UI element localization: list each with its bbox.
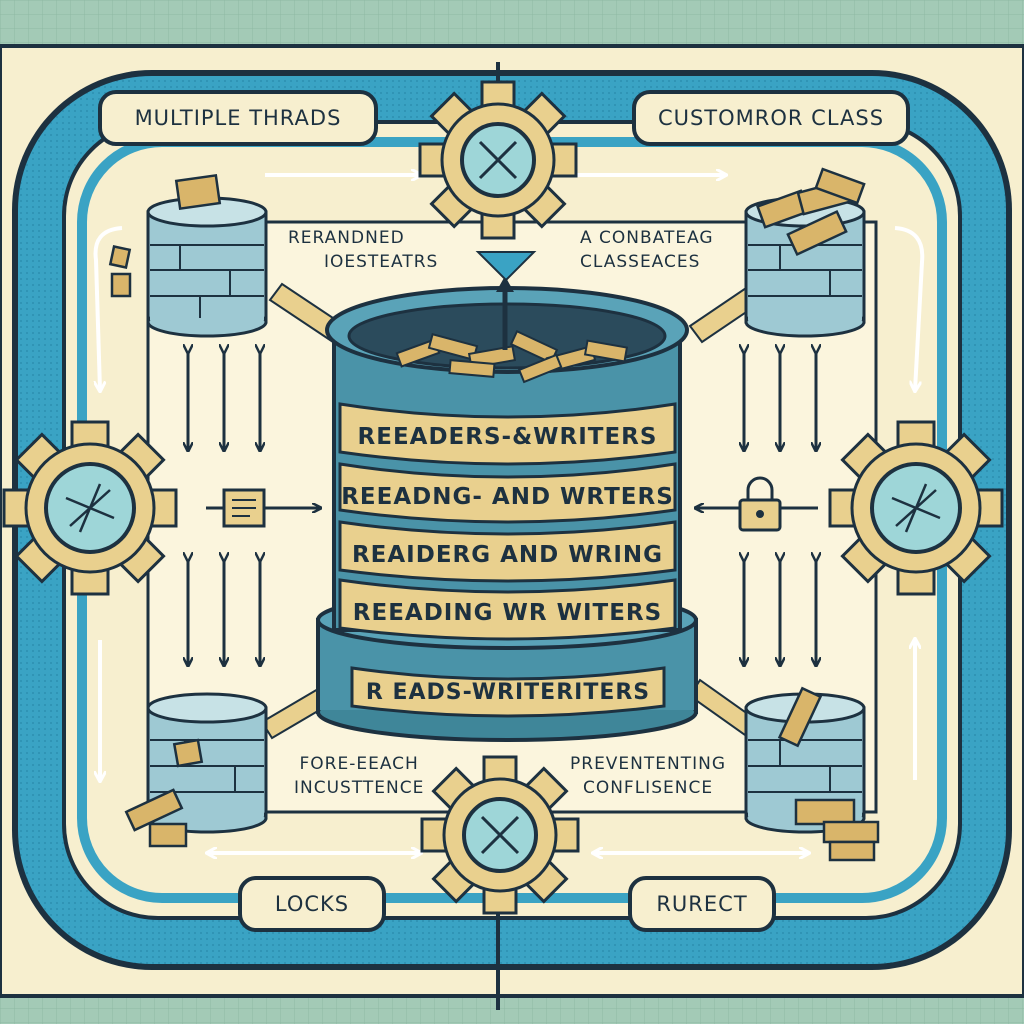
band-label-1: REEADERS-&WRITERS (357, 424, 658, 450)
label-custom-class: CUSTOMROR CLASS (632, 90, 910, 146)
lower-left-line-2: INCUSTTENCE (294, 778, 425, 798)
upper-left-line-1: RERANDNED (288, 228, 405, 248)
gear-icon (420, 755, 580, 915)
band-label-3: REAIDERG AND WRING (351, 542, 664, 568)
arrow-icon (894, 226, 925, 390)
label-multiple-threads: MULTIPLE THRADS (98, 90, 378, 146)
arrow-icon (93, 226, 123, 390)
band-label-2: REEADNG- AND WRTERS (341, 484, 674, 510)
lower-right-line-1: PREVENTENTING (570, 754, 727, 774)
upper-right-line-1: A CONBATEAG (580, 228, 714, 248)
gear-icon (418, 80, 578, 240)
lower-right-line-2: CONFLISENCE (582, 778, 714, 798)
left-arrows (188, 352, 260, 665)
upper-right-text: A CONBATEAG CLASSEACES (580, 226, 714, 274)
wood-pile-icon (108, 167, 880, 862)
band-label-4: REEADING WR WITERS (352, 600, 663, 626)
lock-icon (738, 476, 782, 532)
upper-left-text: RERANDNED IOESTEATRS (288, 226, 438, 274)
gear-icon (828, 420, 1004, 596)
lower-left-text: FORE-EEACH INCUSTTENCE (294, 752, 424, 800)
note-icon (222, 488, 266, 528)
upper-right-line-2: CLASSEACES (580, 252, 701, 272)
gear-icon (2, 420, 178, 596)
label-locks: LOCKS (238, 876, 386, 932)
label-rurect: RURECT (628, 876, 776, 932)
database-icon (146, 196, 268, 338)
band-stack (338, 402, 677, 718)
lower-right-text: PREVENTENTING CONFLISENCE (570, 752, 726, 800)
upper-left-line-2: IOESTEATRS (324, 252, 439, 272)
right-arrows (744, 352, 816, 665)
band-label-5: R EADS-WRITERITERS (365, 680, 651, 705)
lower-left-line-1: FORE-EEACH (299, 754, 419, 774)
